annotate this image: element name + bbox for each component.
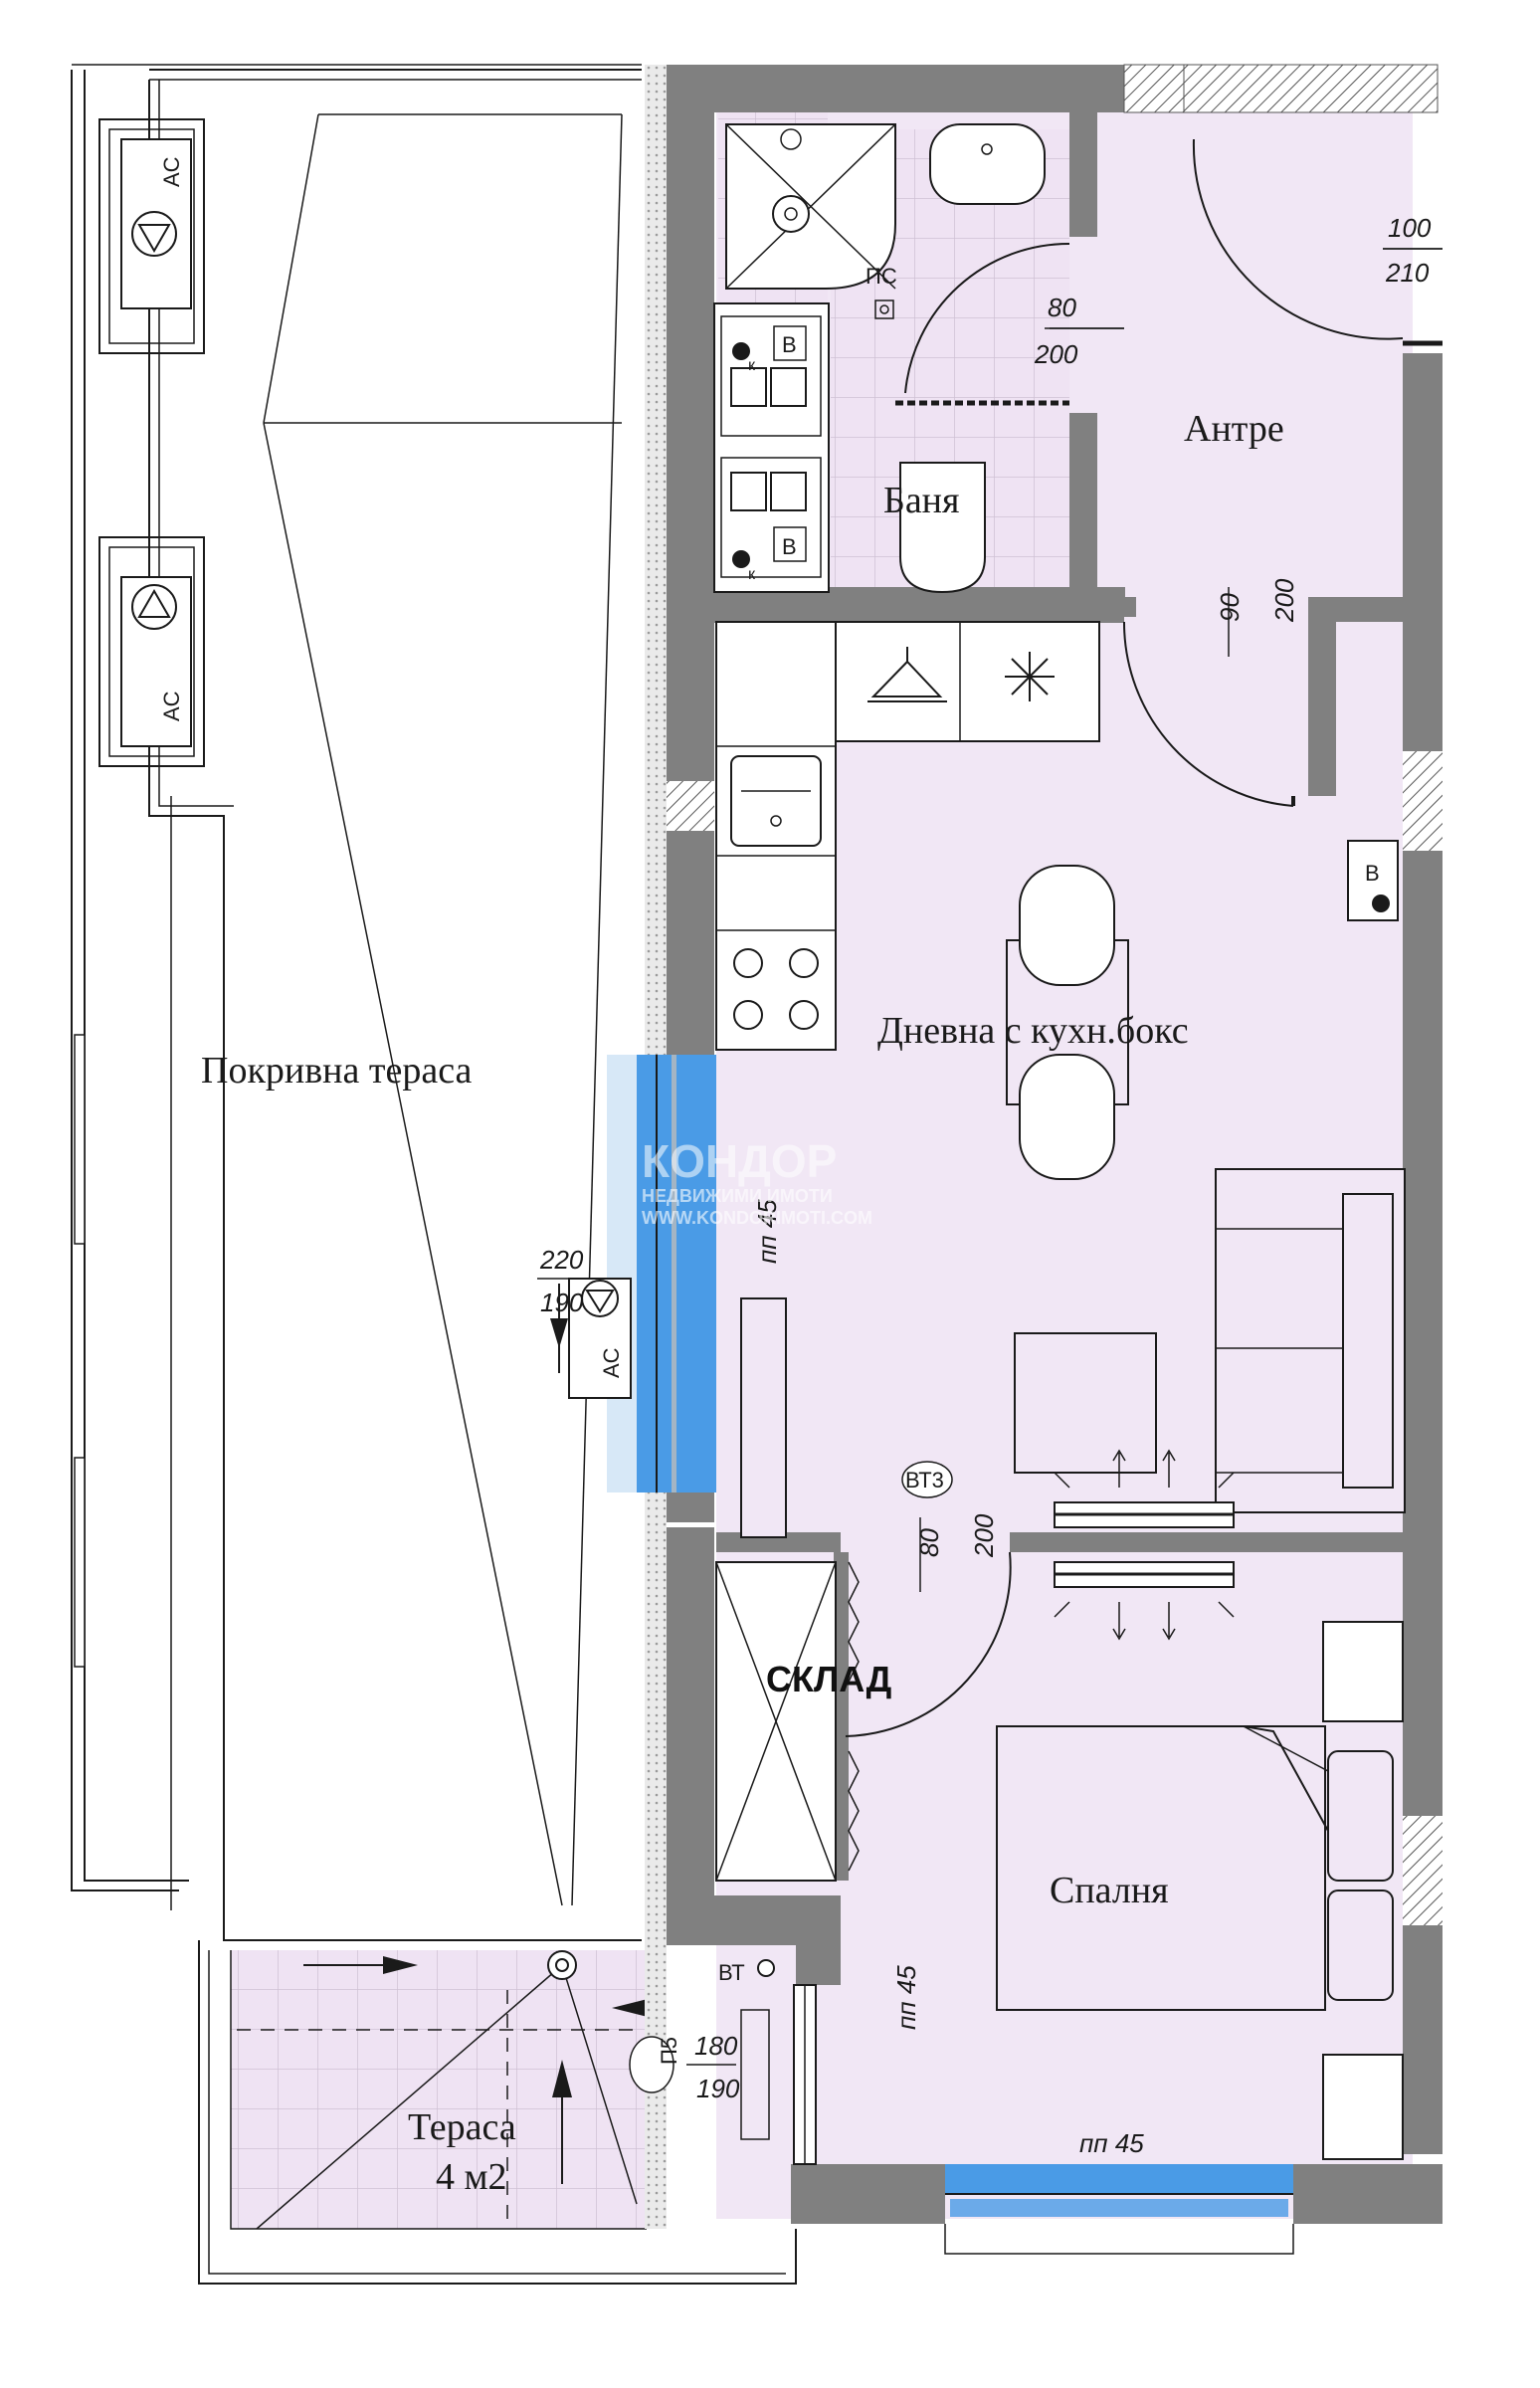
boiler-label: B <box>1365 861 1380 886</box>
toilet-icon <box>899 462 986 594</box>
terrace-door-label: П5 <box>657 2037 681 2065</box>
ac-label: AC <box>599 1347 624 1378</box>
bed <box>996 1725 1394 2011</box>
valve-label: к <box>748 357 756 374</box>
dining-table <box>1006 865 1129 1180</box>
nightstand-bottom <box>1322 2054 1404 2160</box>
wall-boiler-entry: B <box>1347 840 1399 921</box>
terrace-area <box>198 1940 797 2285</box>
sill-bedroom-window: пп 45 <box>1079 2128 1144 2158</box>
shower-drain-label: ПС <box>866 264 897 289</box>
nightstand-top <box>1322 1621 1404 1722</box>
terrace-door-frame <box>740 1984 817 2165</box>
kitchen-unit <box>715 621 1100 1051</box>
dim-bedroom-width: 80 <box>914 1528 944 1557</box>
watermark-tagline: НЕДВИЖИМИ ИМОТИ <box>642 1186 833 1206</box>
ventilation-marker: ВТ3 <box>901 1461 953 1498</box>
window-bedroom <box>944 2164 1294 2255</box>
terrace-vent-label: ВТ <box>718 1960 745 1985</box>
dim-bedroom-height: 200 <box>969 1513 999 1558</box>
room-label-storage: СКЛАД <box>766 1659 891 1699</box>
ac-unit-1: AC <box>120 138 192 309</box>
sill-living: пп 45 <box>752 1199 782 1264</box>
inner-door <box>1122 621 1295 807</box>
room-label-terrace: Тераса <box>408 2106 516 2148</box>
shower-drain-marker: ПС <box>866 264 897 319</box>
room-label-bedroom: Спалня <box>1050 1870 1169 1911</box>
bedroom-door <box>845 1551 1012 1737</box>
dim-window-width: 220 <box>539 1245 584 1275</box>
terrace-vent-marker: ВТ <box>718 1959 775 1985</box>
room-label-living: Дневна с кухн.бокс <box>877 1010 1189 1052</box>
dim-inner-width: 90 <box>1215 593 1245 622</box>
watermark-brand: КОНДОР <box>642 1135 837 1187</box>
valve-label: к <box>748 566 756 583</box>
dim-inner-height: 200 <box>1269 578 1299 623</box>
room-label-entrance: Антре <box>1184 408 1284 450</box>
walls <box>645 64 1443 2229</box>
sofa <box>1215 1168 1406 1513</box>
terrace-door-marker: П5 <box>629 2036 681 2093</box>
ac-unit-3: AC <box>550 1278 632 1399</box>
dim-entry-height: 210 <box>1385 258 1430 288</box>
dim-terrace-door-height: 190 <box>696 2074 740 2103</box>
vent-unit <box>1054 1449 1235 1641</box>
watermark-site: WWW.KONDORIMOTI.COM <box>642 1208 872 1228</box>
room-label-roof-terrace: Покривна тераса <box>201 1050 473 1092</box>
shower-icon <box>725 123 896 290</box>
dim-window-height: 190 <box>540 1288 584 1317</box>
dim-entry-width: 100 <box>1388 213 1432 243</box>
dim-terrace-door-width: 180 <box>694 2031 738 2061</box>
window-living <box>607 1055 716 1492</box>
roof-terrace-area <box>71 64 642 1941</box>
boiler-unit: B B к к <box>713 302 830 593</box>
ac-label: AC <box>159 691 184 721</box>
sink-icon <box>929 123 1046 205</box>
dim-bath-height: 200 <box>1034 339 1078 369</box>
room-label-bathroom: Баня <box>883 480 960 521</box>
storage-closet <box>715 1561 860 1882</box>
room-label-terrace-area: 4 м2 <box>436 2156 507 2198</box>
ventilation-label: ВТ3 <box>905 1468 944 1492</box>
boiler-label: B <box>782 332 797 357</box>
ac-unit-2: AC <box>120 576 192 747</box>
coffee-table <box>1014 1332 1157 1474</box>
ac-label: AC <box>159 156 184 187</box>
dim-bath-width: 80 <box>1048 293 1076 322</box>
boiler-label: B <box>782 534 797 559</box>
watermark: КОНДОР НЕДВИЖИМИ ИМОТИ WWW.KONDORIMOTI.C… <box>642 1135 872 1228</box>
sill-bedroom: пп 45 <box>891 1965 921 2030</box>
wall-shelf <box>740 1297 787 1538</box>
